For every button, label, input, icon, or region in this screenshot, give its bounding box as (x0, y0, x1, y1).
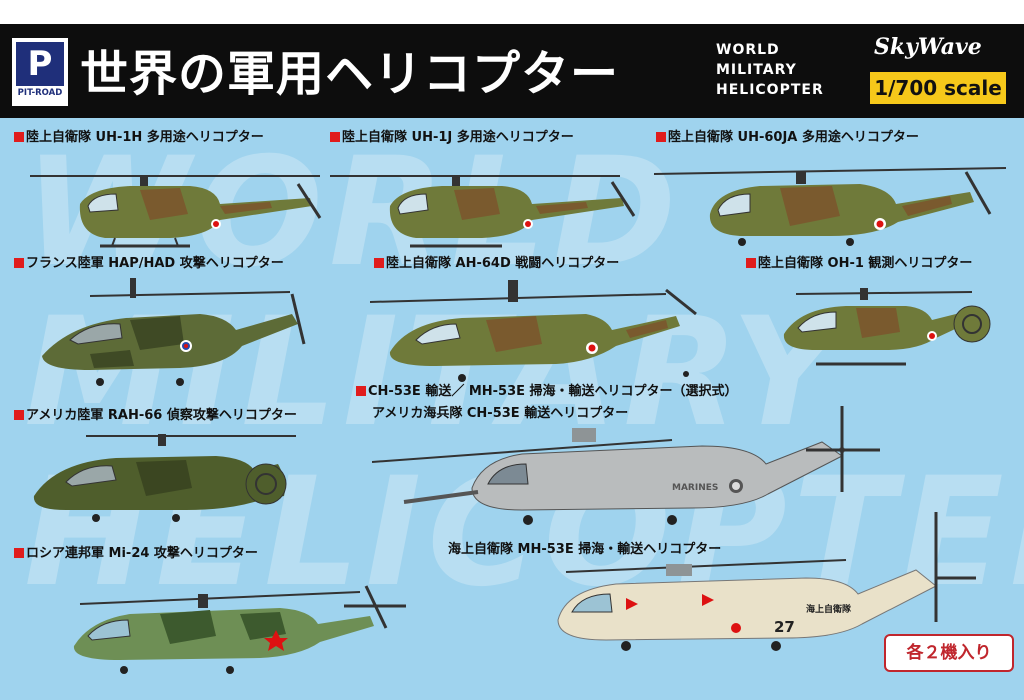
jmsdf-marking: 海上自衛隊 (806, 603, 852, 615)
mi24-helicopter (73, 585, 406, 674)
red-square-icon (14, 132, 24, 142)
label-hap: フランス陸軍 HAP/HAD 攻撃ヘリコプター (14, 252, 284, 271)
marines-marking: MARINES (672, 483, 718, 493)
label-text: 陸上自衛隊 UH-1H 多用途ヘリコプター (26, 130, 264, 145)
label-mh53e: 海上自衛隊 MH-53E 掃海・輸送ヘリコプター (448, 538, 721, 557)
english-title-line: MILITARY (716, 62, 797, 78)
pit-road-logo: P PIT-ROAD (12, 38, 68, 106)
label-rah66: アメリカ陸軍 RAH-66 偵察攻撃ヘリコプター (14, 404, 297, 423)
label-text: 陸上自衛隊 AH-64D 戦闘ヘリコプター (386, 256, 620, 271)
uh1h-helicopter (30, 175, 322, 248)
scale-badge: 1/700 scale (870, 72, 1006, 104)
artwork-panel: WORLD MILITARY HELICOPTER 陸上自衛隊 UH-1H 多用… (0, 118, 1024, 700)
label-text: アメリカ陸軍 RAH-66 偵察攻撃ヘリコプター (26, 408, 297, 423)
uh60ja-helicopter (653, 167, 1007, 246)
label-oh1: 陸上自衛隊 OH-1 観測ヘリコプター (746, 252, 972, 271)
logo-mark: P (16, 42, 64, 86)
label-uh1j: 陸上自衛隊 UH-1J 多用途ヘリコプター (330, 126, 574, 145)
red-square-icon (656, 132, 666, 142)
red-square-icon (14, 548, 24, 558)
logo-text: PIT-ROAD (17, 88, 63, 98)
label-text: 陸上自衛隊 UH-60JA 多用途ヘリコプター (668, 130, 919, 145)
english-title: WORLD MILITARY HELICOPTER (716, 40, 824, 100)
mh53e-helicopter: 海上自衛隊 27 (557, 512, 976, 651)
red-square-icon (14, 258, 24, 268)
hap-tiger-helicopter (42, 278, 306, 386)
red-square-icon (356, 386, 366, 396)
label-text: ロシア連邦軍 Mi-24 攻撃ヘリコプター (26, 546, 258, 561)
aircraft-number: 27 (774, 618, 795, 636)
red-square-icon (746, 258, 756, 268)
english-title-line: HELICOPTER (716, 82, 824, 98)
ch53e-helicopter: MARINES (372, 406, 880, 525)
oh1-helicopter (783, 288, 991, 366)
page-title: 世界の軍用ヘリコプター (80, 46, 620, 102)
label-ch53e-usmc: アメリカ海兵隊 CH-53E 輸送ヘリコプター (372, 402, 628, 421)
label-text: アメリカ海兵隊 CH-53E 輸送ヘリコプター (372, 406, 629, 421)
english-title-line: WORLD (716, 42, 780, 58)
red-square-icon (374, 258, 384, 268)
ah64d-helicopter (369, 280, 697, 382)
label-text: 陸上自衛隊 OH-1 観測ヘリコプター (758, 256, 973, 271)
rah66-helicopter (33, 434, 296, 522)
uh1j-helicopter (330, 175, 636, 248)
red-square-icon (14, 410, 24, 420)
skywave-brand: SkyWave (874, 34, 982, 60)
label-ah64d: 陸上自衛隊 AH-64D 戦闘ヘリコプター (374, 252, 619, 271)
label-text: フランス陸軍 HAP/HAD 攻撃ヘリコプター (26, 256, 284, 271)
contents-badge: 各２機入り (884, 634, 1014, 672)
label-uh1h: 陸上自衛隊 UH-1H 多用途ヘリコプター (14, 126, 264, 145)
header-banner: P PIT-ROAD 世界の軍用ヘリコプター WORLD MILITARY HE… (0, 24, 1024, 118)
label-text: 海上自衛隊 MH-53E 掃海・輸送ヘリコプター (448, 542, 722, 557)
label-ch53e-option: CH-53E 輸送／ MH-53E 掃海・輸送ヘリコプター（選択式） (356, 380, 738, 399)
label-text: 陸上自衛隊 UH-1J 多用途ヘリコプター (342, 130, 574, 145)
label-text: CH-53E 輸送／ MH-53E 掃海・輸送ヘリコプター（選択式） (368, 384, 738, 399)
label-uh60ja: 陸上自衛隊 UH-60JA 多用途ヘリコプター (656, 126, 919, 145)
red-square-icon (330, 132, 340, 142)
label-mi24: ロシア連邦軍 Mi-24 攻撃ヘリコプター (14, 542, 258, 561)
